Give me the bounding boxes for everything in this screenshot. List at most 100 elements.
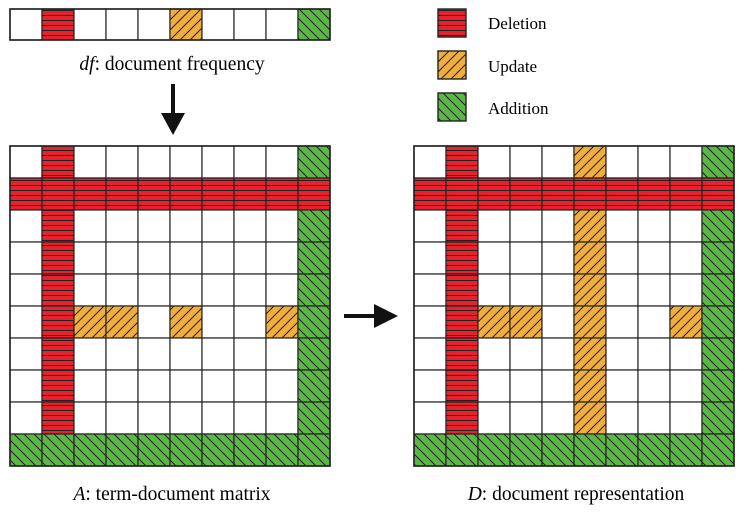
matrix-d-cell-empty xyxy=(541,273,575,307)
matrix-a-cell-empty xyxy=(105,241,139,275)
matrix-a-cell-empty xyxy=(233,369,267,403)
matrix-a-cell-deletion xyxy=(41,337,75,371)
matrix-a-cell-empty xyxy=(73,337,107,371)
matrix-a-cell-empty xyxy=(201,337,235,371)
matrix-a-cell-addition xyxy=(297,273,331,307)
matrix-d-cell-addition xyxy=(413,433,447,467)
df-cell-empty xyxy=(105,8,139,41)
matrix-d-cell-deletion xyxy=(573,177,607,211)
matrix-a-cell-addition xyxy=(233,433,267,467)
matrix-a-cell-update xyxy=(73,305,107,339)
matrix-d-cell-addition xyxy=(509,433,543,467)
matrix-d-cell-update xyxy=(477,305,511,339)
matrix-d-cell-empty xyxy=(541,241,575,275)
matrix-d-cell-deletion xyxy=(445,337,479,371)
matrix-a-cell-empty xyxy=(265,145,299,179)
df-border xyxy=(9,8,331,41)
matrix-d-cell-addition xyxy=(701,305,735,339)
matrix-a-cell-empty xyxy=(265,401,299,435)
matrix-d-cell-update xyxy=(509,305,543,339)
matrix-d-cell-addition xyxy=(637,433,671,467)
matrix-a-cell-empty xyxy=(169,369,203,403)
matrix-a-cell-addition xyxy=(41,433,75,467)
matrix-d-cell-empty xyxy=(509,401,543,435)
matrix-d-cell-addition xyxy=(541,433,575,467)
matrix-d-cell-empty xyxy=(477,209,511,243)
matrix-a-cell-addition xyxy=(297,241,331,275)
matrix-d-cell-empty xyxy=(541,209,575,243)
matrix-a-cell-empty xyxy=(105,273,139,307)
matrix-a-cell-empty xyxy=(137,241,171,275)
matrix-d-border xyxy=(413,145,735,467)
matrix-d-cell-empty xyxy=(413,369,447,403)
matrix-a-cell-empty xyxy=(233,145,267,179)
df-cell-empty xyxy=(201,8,235,41)
matrix-d-cell-empty xyxy=(605,145,639,179)
matrix-a xyxy=(9,145,331,467)
matrix-a-cell-update xyxy=(265,305,299,339)
matrix-d-cell-empty xyxy=(509,273,543,307)
matrix-a-cell-deletion xyxy=(41,209,75,243)
matrix-a-cell-deletion xyxy=(169,177,203,211)
matrix-a-cell-empty xyxy=(233,209,267,243)
matrix-a-cell-deletion xyxy=(201,177,235,211)
matrix-d-cell-update xyxy=(669,305,703,339)
matrix-d-cell-empty xyxy=(509,209,543,243)
matrix-a-cell-addition xyxy=(137,433,171,467)
matrix-d-cell-empty xyxy=(669,401,703,435)
matrix-d-cell-empty xyxy=(541,369,575,403)
matrix-a-cell-empty xyxy=(201,273,235,307)
matrix-a-cell-empty xyxy=(9,401,43,435)
df-cell-update xyxy=(169,8,203,41)
matrix-d-cell-empty xyxy=(413,337,447,371)
matrix-a-cell-empty xyxy=(73,369,107,403)
matrix-d-cell-empty xyxy=(413,209,447,243)
matrix-a-cell-deletion xyxy=(73,177,107,211)
matrix-d-cell-empty xyxy=(413,401,447,435)
matrix-d-cell-empty xyxy=(669,209,703,243)
matrix-a-cell-empty xyxy=(137,145,171,179)
matrix-a-cell-addition xyxy=(297,145,331,179)
matrix-a-cell-addition xyxy=(297,209,331,243)
matrix-d-cell-empty xyxy=(605,337,639,371)
matrix-d-cell-deletion xyxy=(445,177,479,211)
matrix-d-cell-empty xyxy=(413,305,447,339)
matrix-a-cell-empty xyxy=(265,337,299,371)
matrix-a-cell-empty xyxy=(9,241,43,275)
matrix-a-cell-empty xyxy=(9,209,43,243)
matrix-a-cell-empty xyxy=(265,369,299,403)
matrix-d-cell-empty xyxy=(669,273,703,307)
matrix-a-cell-update xyxy=(169,305,203,339)
matrix-a-cell-addition xyxy=(297,305,331,339)
matrix-d-cell-empty xyxy=(669,369,703,403)
matrix-a-cell-empty xyxy=(9,337,43,371)
matrix-d-cell-empty xyxy=(477,337,511,371)
matrix-d-cell-addition xyxy=(701,337,735,371)
matrix-d-cell-addition xyxy=(701,273,735,307)
matrix-a-cell-addition xyxy=(169,433,203,467)
matrix-d-cell-empty xyxy=(541,145,575,179)
legend-label-update: Update xyxy=(488,57,537,76)
matrix-d-cell-empty xyxy=(477,369,511,403)
matrix-d-cell-deletion xyxy=(413,177,447,211)
matrix-a-cell-deletion xyxy=(265,177,299,211)
matrix-d-cell-empty xyxy=(605,369,639,403)
matrix-d-cell-empty xyxy=(605,273,639,307)
matrix-a-cell-empty xyxy=(73,273,107,307)
matrix-a-cell-addition xyxy=(201,433,235,467)
matrix-d-cell-update xyxy=(573,369,607,403)
matrix-d-cell-deletion xyxy=(477,177,511,211)
matrix-d-cell-empty xyxy=(605,401,639,435)
matrix-d-cell-update xyxy=(573,209,607,243)
matrix-d-cell-empty xyxy=(541,337,575,371)
matrix-a-cell-deletion xyxy=(297,177,331,211)
df-vector xyxy=(9,8,331,41)
df-cell-deletion xyxy=(41,8,75,41)
matrix-a-cell-empty xyxy=(137,401,171,435)
matrix-a-cell-empty xyxy=(9,273,43,307)
matrix-a-cell-deletion xyxy=(233,177,267,211)
matrix-a-cell-empty xyxy=(265,209,299,243)
matrix-a-caption-text: : term-document matrix xyxy=(85,484,270,505)
legend-label-deletion: Deletion xyxy=(488,14,547,33)
